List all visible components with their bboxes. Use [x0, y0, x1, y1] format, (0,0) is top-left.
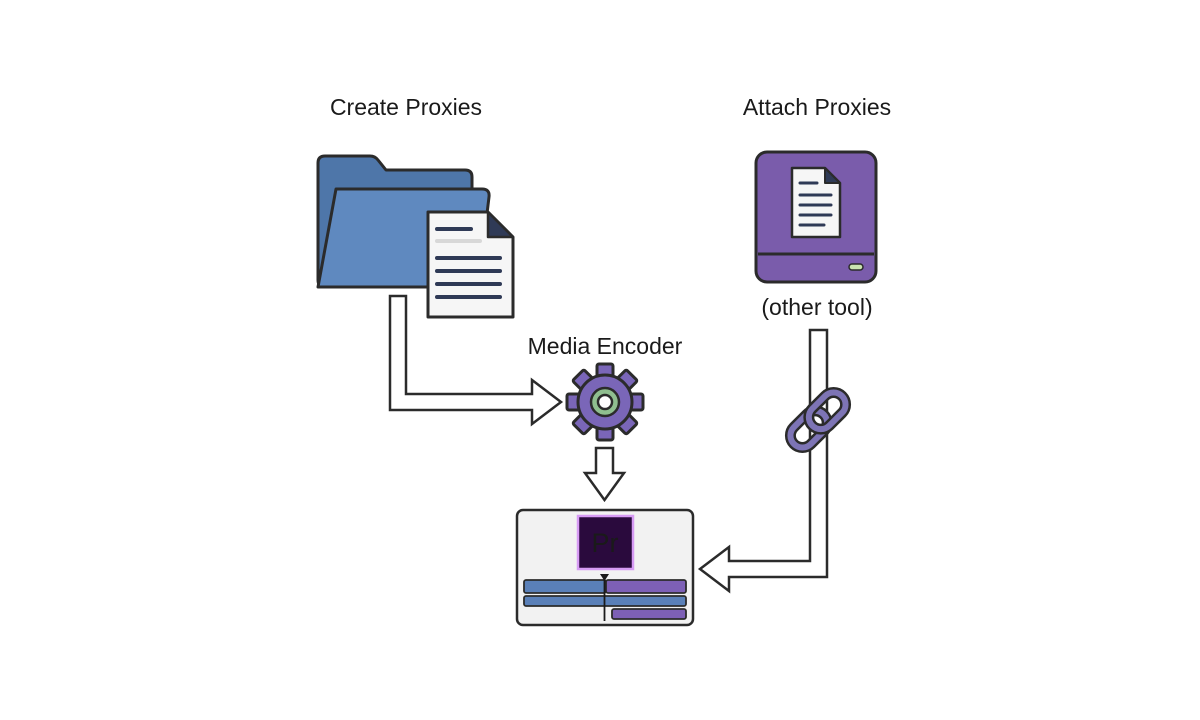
external-drive-icon — [754, 150, 878, 284]
timeline-track-purple — [605, 579, 687, 594]
chain-link-inner-a — [787, 407, 831, 451]
media-encoder-label: Media Encoder — [528, 333, 683, 359]
document-fold — [486, 210, 515, 239]
other-tool-label: (other tool) — [761, 294, 872, 320]
timeline-track-purple — [611, 608, 687, 620]
premiere-logo — [576, 514, 635, 571]
create-proxies-label: Create Proxies — [330, 94, 482, 120]
drive-document-sheet — [790, 166, 842, 239]
attach-proxies-label: Attach Proxies — [743, 94, 891, 120]
chain-link-inner-b — [805, 389, 849, 433]
timeline-playhead-marker — [600, 574, 609, 581]
premiere-logo-text: Pr — [592, 528, 619, 558]
drive-document-fold — [824, 167, 841, 184]
arrow-encoder-to-premiere — [582, 446, 627, 503]
chain-link-icon — [784, 386, 852, 454]
gear-hole — [596, 393, 614, 411]
folder-with-document-icon — [316, 154, 515, 319]
drive-led — [848, 263, 864, 271]
gear-icon — [565, 362, 645, 442]
premiere-pro-timeline-icon: Pr — [515, 508, 695, 627]
arrow-drive-to-premiere — [697, 328, 829, 594]
arrow-folder-to-encoder — [388, 294, 564, 427]
timeline-track-blue — [523, 579, 607, 594]
